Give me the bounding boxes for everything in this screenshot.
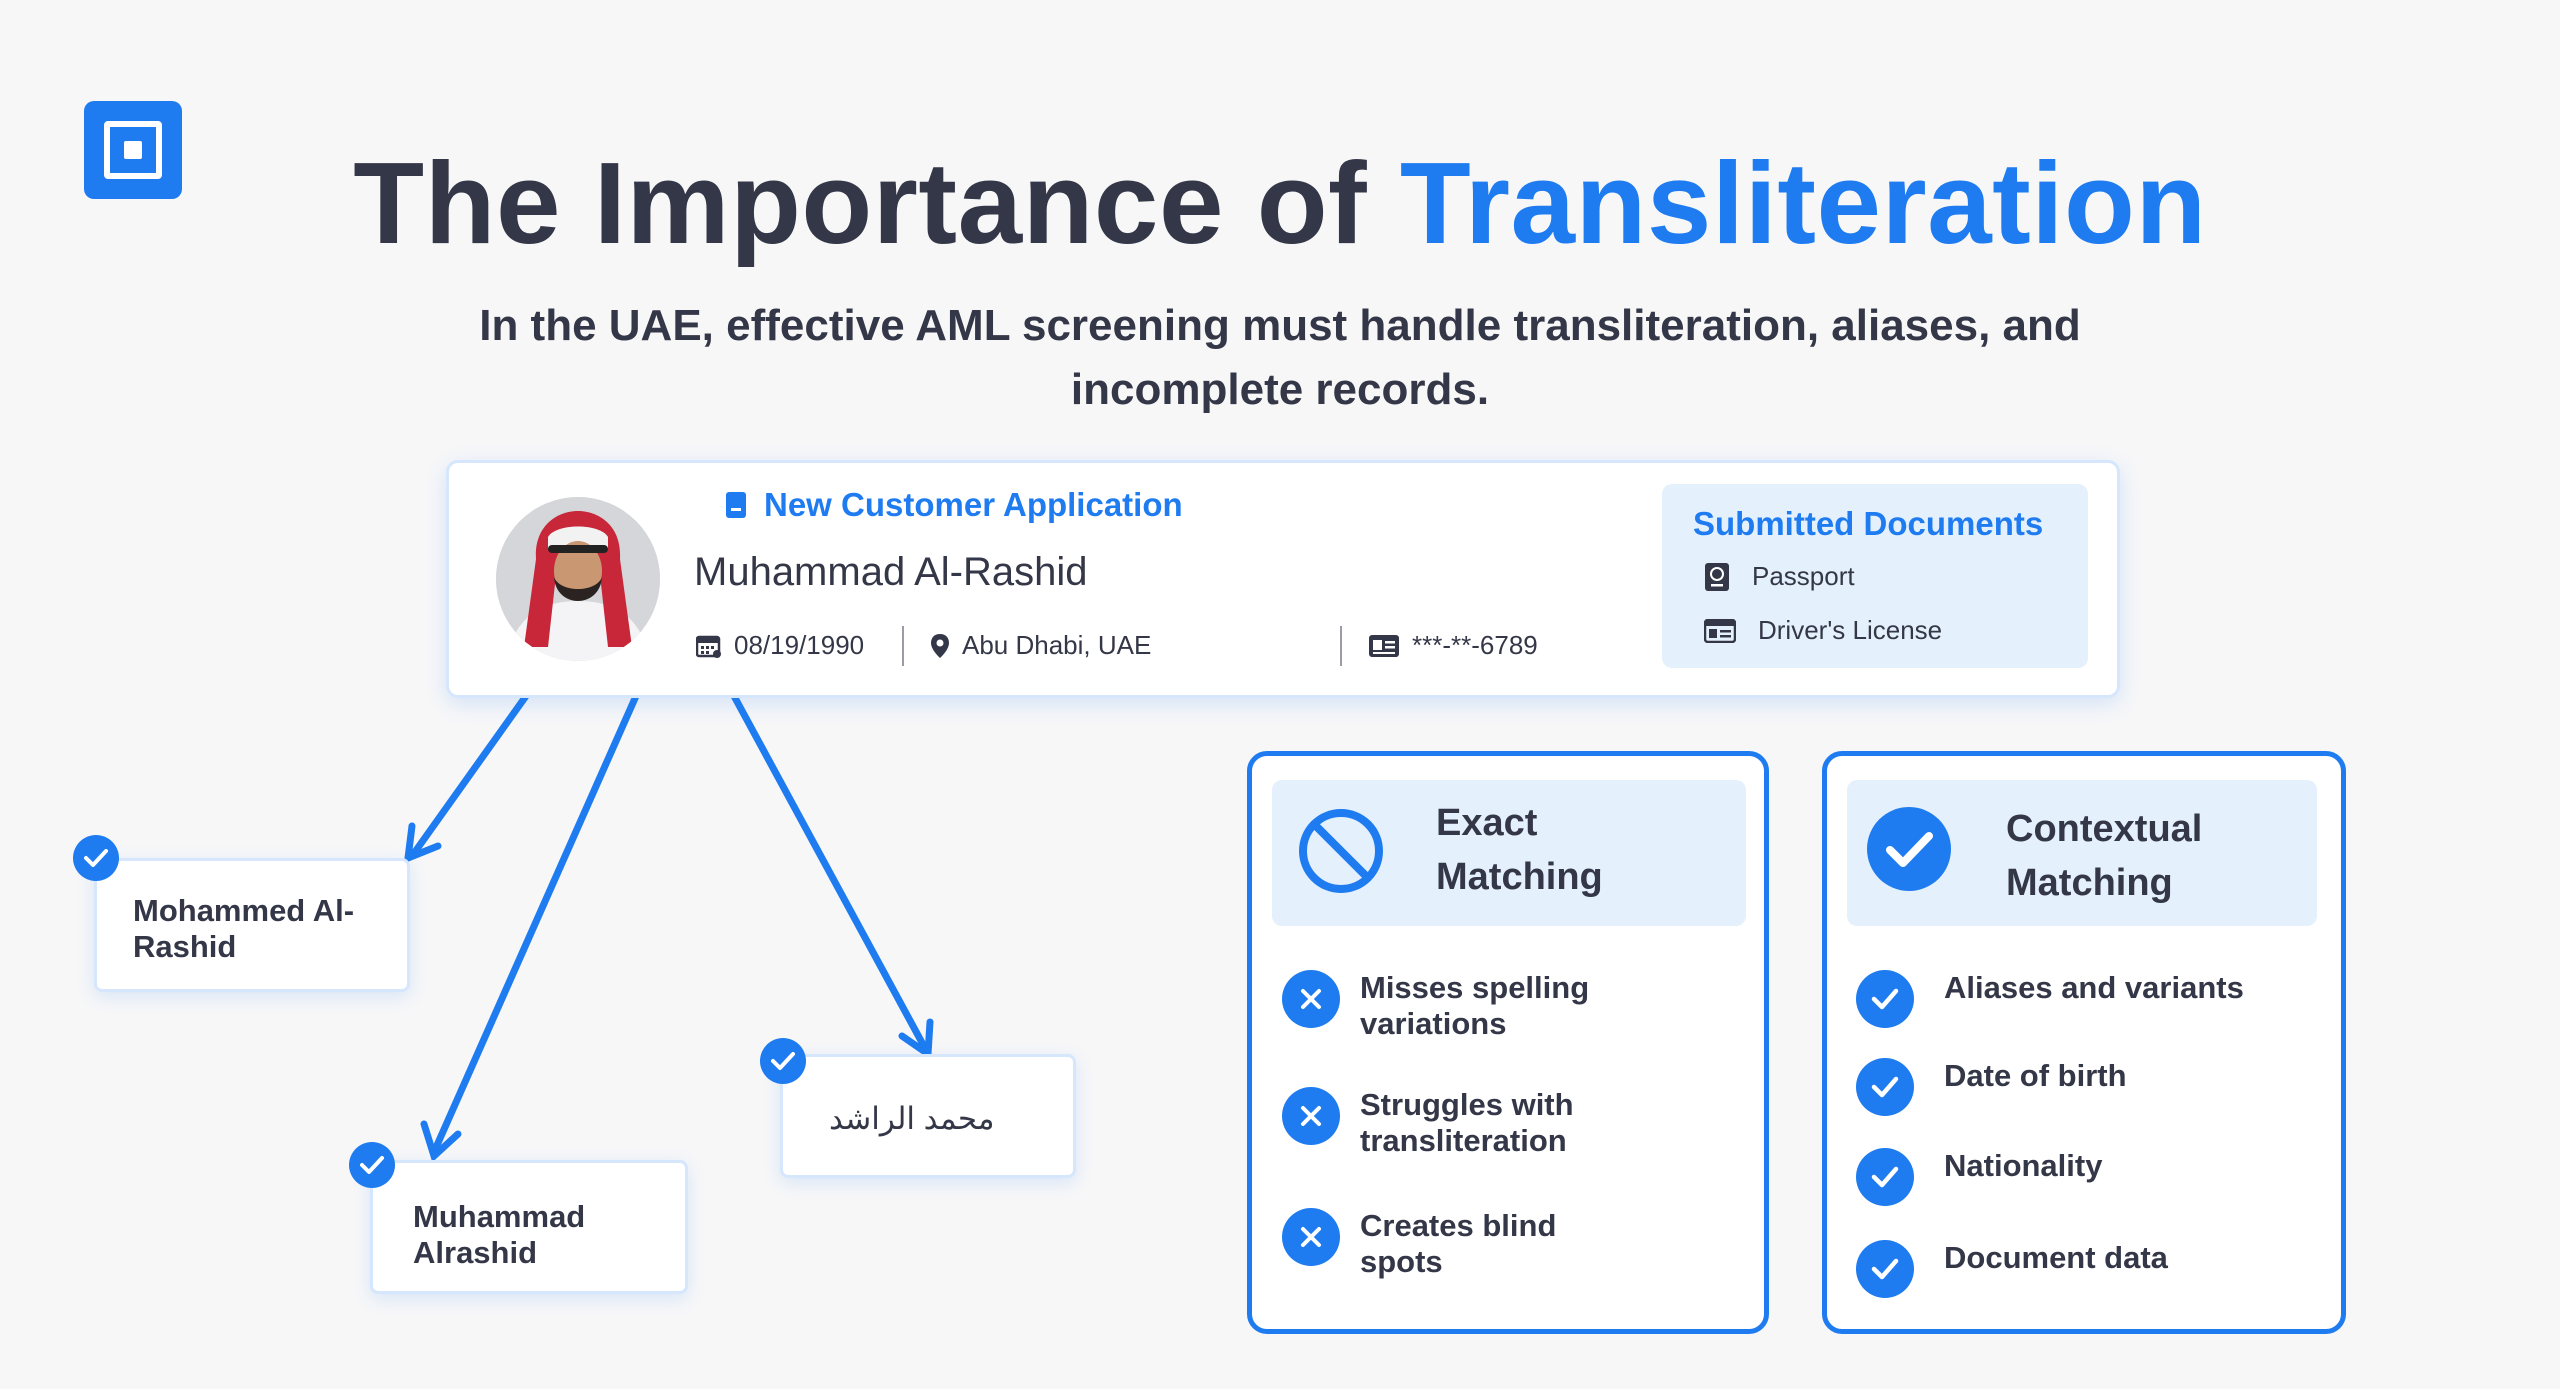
passport-icon bbox=[1705, 562, 1729, 591]
meta-divider bbox=[1340, 626, 1342, 666]
exact-item: Creates blind spots bbox=[1282, 1208, 1580, 1280]
document-label: Driver's License bbox=[1758, 615, 1943, 645]
arrow-to-variant-2 bbox=[430, 692, 640, 1156]
variant-name: Muhammad Alrashid bbox=[413, 1199, 586, 1270]
check-icon bbox=[1856, 1148, 1914, 1206]
check-icon bbox=[1856, 1240, 1914, 1298]
check-icon bbox=[349, 1142, 395, 1188]
customer-avatar bbox=[496, 497, 660, 661]
dob-value: 08/19/1990 bbox=[734, 630, 865, 660]
document-label: Passport bbox=[1752, 561, 1855, 591]
contextual-item-text: Nationality bbox=[1944, 1148, 2103, 1183]
contextual-item: Document data bbox=[1856, 1240, 2168, 1298]
contextual-item: Aliases and variants bbox=[1856, 970, 2244, 1028]
x-icon bbox=[1282, 970, 1340, 1028]
check-icon bbox=[1856, 970, 1914, 1028]
location-value: Abu Dhabi, UAE bbox=[962, 630, 1152, 660]
variant-name: Mohammed Al-Rashid bbox=[133, 893, 355, 964]
customer-id-number: ***-**-6789 bbox=[1368, 630, 1538, 661]
contextual-item: Date of birth bbox=[1856, 1058, 2127, 1116]
contextual-item-text: Aliases and variants bbox=[1944, 970, 2244, 1005]
document-item-passport: Passport bbox=[1704, 561, 1855, 592]
submitted-documents-panel bbox=[1662, 484, 2088, 668]
exact-item-text: Misses spelling variations bbox=[1360, 970, 1590, 1041]
check-icon bbox=[73, 835, 119, 881]
page-subtitle: In the UAE, effective AML screening must… bbox=[479, 301, 2081, 414]
variant-card-1: Mohammed Al-Rashid bbox=[94, 858, 410, 992]
customer-location: Abu Dhabi, UAE bbox=[930, 630, 1151, 661]
contextual-item: Nationality bbox=[1856, 1148, 2102, 1206]
exact-item-text: Creates blind spots bbox=[1360, 1208, 1557, 1279]
ban-icon bbox=[1299, 809, 1383, 893]
exact-item: Misses spelling variations bbox=[1282, 970, 1610, 1042]
variant-name: محمد الراشد bbox=[829, 1101, 995, 1136]
exact-item: Struggles with transliteration bbox=[1282, 1087, 1610, 1159]
x-icon bbox=[1282, 1208, 1340, 1266]
check-icon bbox=[760, 1038, 806, 1084]
document-icon bbox=[726, 492, 746, 518]
title-accent: Transliteration bbox=[1399, 138, 2207, 268]
x-icon bbox=[1282, 1087, 1340, 1145]
app-label-text: New Customer Application bbox=[764, 486, 1183, 523]
calendar-icon bbox=[696, 635, 721, 658]
id-card-icon bbox=[1369, 634, 1399, 657]
document-item-license: Driver's License bbox=[1704, 615, 1942, 646]
customer-dob: 08/19/1990 bbox=[696, 630, 864, 661]
variant-card-3: محمد الراشد bbox=[780, 1054, 1076, 1178]
check-icon bbox=[1856, 1058, 1914, 1116]
contextual-matching-title: Contextual Matching bbox=[2006, 808, 2203, 904]
variant-card-2: Muhammad Alrashid bbox=[370, 1160, 688, 1294]
documents-title: Submitted Documents bbox=[1693, 505, 2044, 542]
check-circle-icon bbox=[1867, 807, 1951, 891]
customer-name: Muhammad Al-Rashid bbox=[694, 550, 1088, 594]
arrow-to-variant-1 bbox=[408, 692, 530, 860]
id-value: ***-**-6789 bbox=[1412, 630, 1538, 660]
meta-divider bbox=[902, 626, 904, 666]
arrow-to-variant-3 bbox=[730, 692, 930, 1054]
contextual-item-text: Document data bbox=[1944, 1240, 2168, 1275]
new-application-label: New Customer Application bbox=[726, 486, 1183, 524]
title-main: The Importance of bbox=[353, 138, 1368, 268]
exact-item-text: Struggles with transliteration bbox=[1360, 1087, 1574, 1158]
license-icon bbox=[1704, 618, 1736, 643]
exact-matching-header bbox=[1272, 780, 1746, 926]
exact-matching-title: Exact Matching bbox=[1436, 802, 1603, 898]
logo-icon bbox=[84, 101, 182, 199]
contextual-item-text: Date of birth bbox=[1944, 1058, 2127, 1093]
page-title: The Importance of Transliteration bbox=[0, 136, 2560, 270]
location-pin-icon bbox=[931, 633, 949, 658]
